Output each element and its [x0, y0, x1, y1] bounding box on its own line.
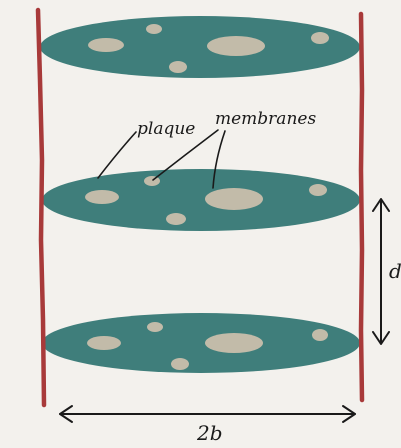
patch — [169, 61, 187, 73]
patch — [207, 36, 265, 56]
patch — [85, 190, 119, 204]
patch — [312, 329, 328, 341]
patch — [88, 38, 124, 52]
label-2b: 2b — [196, 421, 223, 445]
patch — [171, 358, 189, 370]
label-d: d — [389, 259, 401, 283]
disk-top-body — [40, 16, 360, 78]
patch — [147, 322, 163, 332]
patch — [166, 213, 186, 225]
disk-middle — [42, 169, 360, 231]
patch — [309, 184, 327, 196]
patch — [205, 188, 263, 210]
patch — [205, 333, 263, 353]
label-membranes: membranes — [215, 109, 316, 129]
patch — [311, 32, 329, 44]
disk-bottom — [42, 313, 360, 373]
patch — [87, 336, 121, 350]
right-wall — [361, 14, 362, 400]
patch — [146, 24, 162, 34]
label-plaque: plaque — [137, 119, 195, 139]
disk-top — [40, 16, 360, 78]
patch — [144, 176, 160, 186]
